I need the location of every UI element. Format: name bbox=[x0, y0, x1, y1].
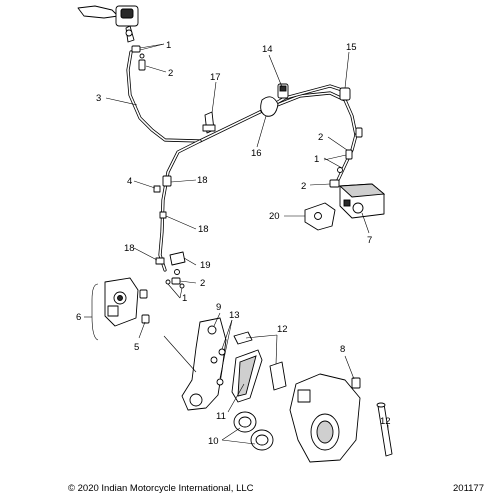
callout-17: 17 bbox=[210, 72, 221, 83]
caliper-pin bbox=[376, 402, 393, 457]
callout-13: 13 bbox=[229, 310, 240, 321]
abs-module bbox=[338, 183, 386, 219]
rear-master-cylinder bbox=[104, 277, 139, 327]
line-bracket bbox=[260, 96, 279, 117]
caliper-bracket bbox=[181, 317, 227, 411]
right-fittings bbox=[329, 127, 363, 188]
copyright-text: © 2020 Indian Motorcycle International, … bbox=[68, 483, 254, 494]
bleeder-screws bbox=[139, 289, 150, 324]
line-clip bbox=[202, 111, 216, 134]
callout-1-mid: 1 bbox=[182, 293, 187, 304]
callout-9: 9 bbox=[216, 302, 221, 313]
callout-2-top: 2 bbox=[168, 68, 173, 79]
caliper-body bbox=[289, 373, 361, 463]
callout-12-top: 12 bbox=[277, 324, 288, 335]
callout-5: 5 bbox=[134, 342, 139, 353]
lower-line-fittings bbox=[153, 175, 172, 265]
caliper-pistons bbox=[233, 411, 274, 451]
callout-3: 3 bbox=[96, 93, 101, 104]
callout-11: 11 bbox=[216, 411, 226, 422]
front-brake-line bbox=[126, 50, 358, 143]
callout-2-mid: 2 bbox=[200, 278, 205, 289]
callout-18-c: 18 bbox=[124, 243, 135, 254]
callout-15: 15 bbox=[346, 42, 357, 53]
brake-pads bbox=[231, 349, 263, 403]
leader-lines bbox=[84, 43, 389, 445]
callout-1-right: 1 bbox=[314, 154, 319, 165]
caliper-banjo-fittings bbox=[165, 251, 186, 289]
callout-18-a: 18 bbox=[197, 175, 208, 186]
pressure-switch bbox=[277, 83, 289, 99]
callout-14: 14 bbox=[262, 44, 273, 55]
lower-brake-line bbox=[158, 139, 202, 272]
callout-8: 8 bbox=[340, 344, 345, 355]
sensor-fitting bbox=[339, 87, 351, 101]
callout-labels: 1 2 3 14 15 17 16 2 1 2 4 18 18 18 20 7 … bbox=[76, 40, 391, 447]
callout-2-right-b: 2 bbox=[301, 181, 306, 192]
bleeder-valve bbox=[351, 377, 361, 389]
master-cylinder-assembly bbox=[77, 5, 139, 43]
callout-1-top: 1 bbox=[166, 40, 171, 51]
callout-7: 7 bbox=[367, 235, 372, 246]
callout-20: 20 bbox=[269, 211, 280, 222]
pad-retainer-clips bbox=[233, 331, 287, 391]
callout-4: 4 bbox=[127, 176, 132, 187]
callout-2-right-a: 2 bbox=[318, 132, 323, 143]
banjo-fitting-top bbox=[131, 45, 146, 71]
callout-6: 6 bbox=[76, 312, 81, 323]
callout-16: 16 bbox=[251, 148, 262, 159]
callout-18-b: 18 bbox=[198, 224, 209, 235]
callout-12-bottom: 12 bbox=[380, 416, 391, 427]
abs-bracket bbox=[304, 202, 336, 231]
callout-10: 10 bbox=[208, 436, 219, 447]
figure-id: 201177 bbox=[453, 483, 484, 494]
callout-19: 19 bbox=[200, 260, 211, 271]
